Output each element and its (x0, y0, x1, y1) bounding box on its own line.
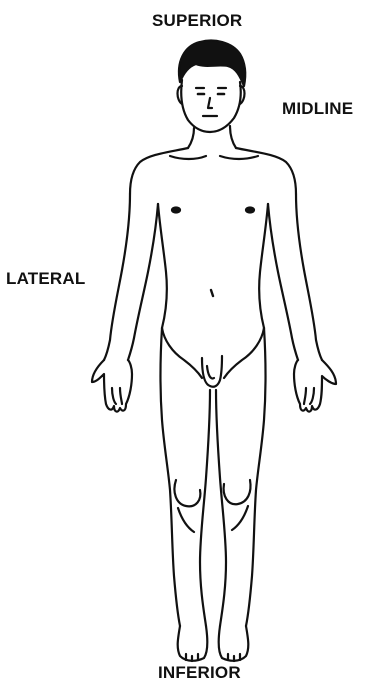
neck-right (230, 126, 236, 148)
midline-label: MIDLINE (282, 100, 353, 117)
superior-label: SUPERIOR (152, 12, 242, 29)
right-arm-outer (296, 194, 322, 360)
left-leg-inner (200, 390, 210, 626)
left-leg-outer (161, 328, 181, 626)
left-hand (92, 360, 132, 412)
lateral-label: LATERAL (6, 270, 85, 287)
left-arm-outer (104, 194, 130, 360)
left-arm-inner (128, 204, 158, 360)
right-shoulder (236, 148, 296, 194)
right-hip (224, 328, 264, 378)
right-leg-outer (246, 328, 266, 626)
left-shoulder (130, 148, 188, 194)
right-arm-inner (268, 204, 298, 360)
torso-left (158, 204, 167, 328)
right-hand (294, 360, 336, 412)
left-hip (162, 328, 202, 378)
hair-outline (179, 41, 245, 87)
right-leg-inner (216, 390, 226, 626)
torso-right (259, 204, 268, 328)
neck-left (188, 128, 194, 148)
inferior-label: INFERIOR (158, 664, 241, 681)
head-outline (181, 80, 241, 132)
